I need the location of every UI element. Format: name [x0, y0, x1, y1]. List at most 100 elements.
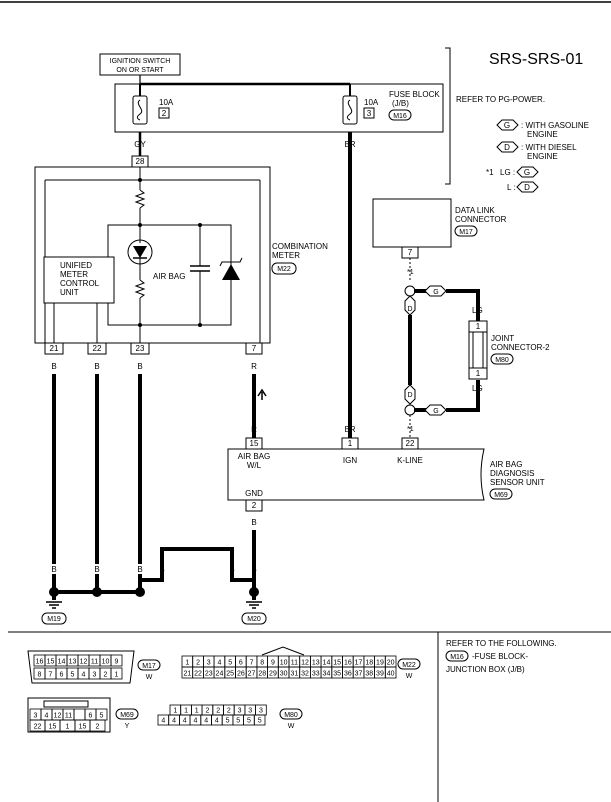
m69-row2-pin: 22	[34, 724, 42, 731]
m17-row2-cell	[110, 667, 123, 680]
m22-row1-pin: 12	[301, 660, 309, 667]
bottom-d-option: D	[407, 392, 412, 399]
m17-outline	[27, 650, 135, 684]
m17-id: M17	[142, 663, 156, 670]
m80-row2-cell	[253, 714, 266, 726]
wire-b-label-7: B	[159, 565, 164, 574]
m22-row1-pin: 10	[280, 660, 288, 667]
data-link-label1: DATA LINK	[455, 206, 495, 215]
m17-row1-pin: 16	[36, 659, 44, 666]
m22-row1-pin: 11	[291, 660, 298, 667]
legend-star: *1	[486, 168, 494, 177]
m17-row2-pin: 2	[104, 672, 108, 679]
refer-following-conn: M16	[450, 654, 464, 661]
joint-connector-body	[468, 331, 488, 369]
m80-row1-pin: 3	[248, 708, 252, 715]
pin-2: 2	[252, 501, 257, 510]
m69-row1-cell	[73, 708, 86, 721]
m22-row2-pin: 34	[323, 671, 331, 678]
pin-28: 28	[136, 157, 145, 166]
wire-b-label-3: B	[137, 362, 142, 371]
m80-row1-pin: 2	[227, 708, 231, 715]
pin-21: 21	[50, 344, 59, 353]
wire-r-label-2: R	[251, 425, 257, 434]
m22-row2-pin: 22	[194, 671, 202, 678]
sensor-pin-kline: K-LINE	[397, 456, 423, 465]
pin-jc-1b: 1	[476, 369, 481, 378]
m69-tag	[115, 708, 139, 720]
m80-id: M80	[284, 712, 298, 719]
m80-row2-pin: 4	[172, 718, 176, 725]
pin-1: 1	[348, 439, 353, 448]
unified-meter-control-unit	[43, 256, 115, 304]
m22-row2-pin: 27	[248, 671, 256, 678]
sensor-pin-airbag1: AIR BAG	[238, 452, 270, 461]
m80-row2-pin: 5	[258, 718, 262, 725]
wire-b-label-8: B	[229, 565, 234, 574]
m17-row2-pin: 1	[115, 672, 119, 679]
m22-row1-pin: 4	[217, 660, 221, 667]
m80-color: W	[288, 723, 295, 730]
m22-row1-pin: 15	[333, 660, 341, 667]
m22-row2-pin: 30	[280, 671, 288, 678]
refer-pg-power: REFER TO PG-POWER.	[456, 95, 545, 104]
m22-tag	[397, 658, 421, 670]
m17-row2-pin: 3	[93, 672, 97, 679]
legend-g-line1: : WITH GASOLINE	[521, 121, 589, 130]
wire-lg-top: LG	[472, 306, 483, 315]
m80-row1-pin: 3	[238, 708, 242, 715]
m80-row2-pin: 4	[183, 718, 187, 725]
pin-jc-1a: 1	[476, 322, 481, 331]
wire-br-label-2: BR	[344, 425, 355, 434]
top-g-option: G	[433, 289, 438, 296]
pin-22: 22	[93, 344, 102, 353]
m69-row2-pin: 15	[79, 724, 87, 731]
joint-connector-id: M80	[495, 357, 509, 364]
m17-row2-pin: 7	[49, 672, 53, 679]
ground-m20-label: M20	[247, 616, 261, 623]
m80-row1-pin: 1	[184, 708, 188, 715]
m22-row2-pin: 35	[333, 671, 341, 678]
sensor-pin-airbag2: W/L	[247, 461, 262, 470]
wire-b-label-2: B	[94, 362, 99, 371]
m80-row1-pin: 1	[173, 708, 177, 715]
m17-row2-pin: 5	[71, 672, 75, 679]
m17-row1-pin: 11	[91, 659, 98, 666]
legend-l-d: D	[524, 183, 530, 192]
pin-23: 23	[136, 344, 145, 353]
fuse-2	[342, 95, 358, 125]
joint-connector-label2: CONNECTOR-2	[491, 343, 550, 352]
data-link-connector-id: M17	[459, 229, 473, 236]
m22-row1-pin: 9	[271, 660, 275, 667]
m22-row2-pin: 40	[387, 671, 395, 678]
data-link-connector-box	[372, 198, 452, 248]
legend-d-line2: ENGINE	[527, 152, 558, 161]
star-1-top: *1	[407, 269, 414, 276]
m22-key	[261, 646, 305, 656]
wire-lg-bottom: LG	[472, 384, 483, 393]
m17-row1-pin: 12	[80, 659, 88, 666]
m22-row2-pin: 24	[216, 671, 224, 678]
legend-lg-g: G	[524, 168, 530, 177]
m69-outline	[27, 697, 111, 733]
sensor-pin-ign: IGN	[343, 456, 357, 465]
m17-row1-pin: 9	[115, 659, 119, 666]
ground-m19-label: M19	[47, 616, 61, 623]
ground-m20: M20	[241, 601, 267, 625]
m17-row1-pin: 14	[58, 659, 66, 666]
combination-meter-label1: COMBINATION	[272, 242, 328, 251]
m22-row1-pin: 3	[207, 660, 211, 667]
ignition-switch-line1: IGNITION SWITCH	[110, 58, 171, 65]
fuse-1-rating: 10A	[159, 98, 174, 107]
m22-row1-pin: 20	[387, 660, 395, 667]
m80-row2-pin: 5	[226, 718, 230, 725]
m80-row1-pin: 2	[216, 708, 220, 715]
wire-b-label-4: B	[51, 565, 56, 574]
m22-row2-pin: 36	[344, 671, 352, 678]
wire-b-label-1: B	[51, 362, 56, 371]
sensor-unit-box	[227, 448, 485, 501]
unified-meter-line4: UNIT	[60, 288, 79, 297]
m17-row1-pin: 10	[102, 659, 110, 666]
legend-lg-text: LG :	[500, 168, 515, 177]
legend-d-line1: : WITH DIESEL	[521, 143, 577, 152]
